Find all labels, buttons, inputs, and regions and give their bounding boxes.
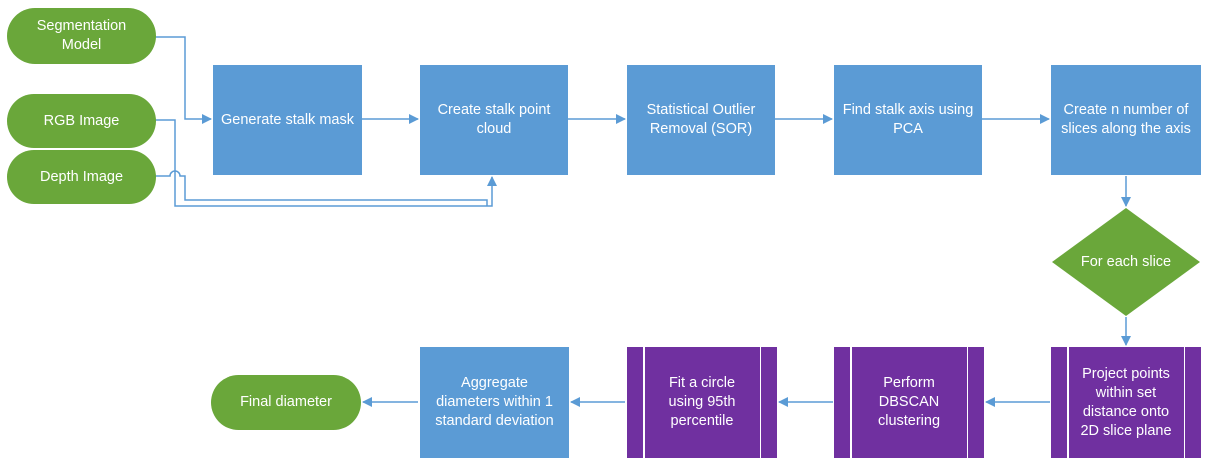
output-final-diameter-label: Final diameter xyxy=(240,394,332,410)
step-dbscan-label: Perform DBSCAN clustering xyxy=(877,375,941,429)
output-final-diameter: Final diameter xyxy=(211,375,361,430)
step-fit-circle: Fit a circle using 95th percentile xyxy=(627,347,777,458)
decision-diamond xyxy=(1052,208,1200,316)
decision-for-each-slice-label: For each slice xyxy=(1080,254,1172,270)
step-aggregate: Aggregate diameters within 1 standard de… xyxy=(420,347,569,458)
input-segmentation-model-label: Segmentation Model xyxy=(36,18,127,53)
step-generate-mask-label: Generate stalk mask xyxy=(221,111,354,128)
input-rgb-image: RGB Image xyxy=(7,94,156,148)
step-find-axis: Find stalk axis using PCA xyxy=(834,65,982,175)
step-find-axis-label: Find stalk axis using PCA xyxy=(842,102,974,137)
step-fit-circle-label: Fit a circle using 95th percentile xyxy=(668,375,736,429)
step-project-points-label: Project points within set distance onto … xyxy=(1080,365,1172,439)
step-create-slices-label: Create n number of slices along the axis xyxy=(1061,102,1191,137)
connector-model-to-mask xyxy=(155,36,212,124)
step-create-point-cloud: Create stalk point cloud xyxy=(420,65,568,175)
step-create-slices: Create n number of slices along the axis xyxy=(1051,65,1201,175)
input-rgb-image-label: RGB Image xyxy=(43,112,120,129)
input-depth-image: Depth Image xyxy=(7,150,156,204)
connector-rgb-to-cloud xyxy=(155,119,497,207)
connector-depth-to-cloud xyxy=(155,170,488,206)
step-sor-label: Statistical Outlier Removal (SOR) xyxy=(646,102,756,137)
input-depth-image-label: Depth Image xyxy=(39,168,124,185)
input-segmentation-model: Segmentation Model xyxy=(7,8,156,64)
step-create-point-cloud-label: Create stalk point cloud xyxy=(437,102,551,137)
step-generate-mask: Generate stalk mask xyxy=(213,65,362,175)
step-dbscan: Perform DBSCAN clustering xyxy=(834,347,984,458)
step-aggregate-label: Aggregate diameters within 1 standard de… xyxy=(435,375,554,429)
step-project-points: Project points within set distance onto … xyxy=(1051,347,1201,458)
step-sor: Statistical Outlier Removal (SOR) xyxy=(627,65,775,175)
